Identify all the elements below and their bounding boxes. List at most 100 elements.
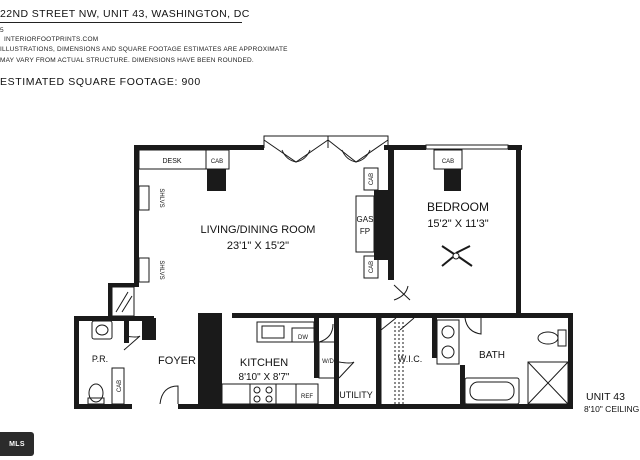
foyer-bottom-wall xyxy=(178,404,202,409)
cab-label-bedroom: CAB xyxy=(442,159,454,165)
utility-bottom-wall xyxy=(334,404,380,409)
bay-door-swing-left xyxy=(281,149,311,163)
kitchen-name: KITCHEN xyxy=(240,357,288,369)
bedroom-door-swing xyxy=(393,284,411,301)
utility-name: UTILITY xyxy=(339,390,373,400)
foyer-name: FOYER xyxy=(158,355,196,367)
living-room-dims: 23'1" X 15'2" xyxy=(227,240,289,252)
utility-door-swing xyxy=(338,361,355,379)
living-top-wall xyxy=(134,145,264,150)
window-bay-right xyxy=(327,135,389,148)
desk-counter xyxy=(138,149,230,170)
cab-label-living: CAB xyxy=(211,159,223,165)
bedroom-top-wall-right xyxy=(508,145,522,150)
bath-sink-1 xyxy=(441,325,455,339)
burner-3 xyxy=(253,395,261,403)
fireplace-cab-bottom xyxy=(363,255,379,279)
bedroom-name: BEDROOM xyxy=(427,200,489,214)
wic-bottom-wall xyxy=(376,404,436,409)
disclaimer-line-2: MAY VARY FROM ACTUAL STRUCTURE. DIMENSIO… xyxy=(0,57,254,64)
pr-top-wall xyxy=(74,316,154,321)
address-title: 22ND STREET NW, UNIT 43, WASHINGTON, DC xyxy=(0,8,250,20)
foyer-pillar xyxy=(142,318,156,340)
disclaimer-line-1: ILLUSTRATIONS, DIMENSIONS AND SQUARE FOO… xyxy=(0,46,288,53)
bath-toilet xyxy=(537,331,559,345)
window-bay-left-angle xyxy=(263,139,329,163)
living-bedroom-wall xyxy=(388,148,394,280)
fireplace-hearth xyxy=(355,195,375,253)
kitchen-right-wall xyxy=(314,318,319,378)
shelves-label-upper: SHLVS xyxy=(158,188,164,207)
wic-left-wall xyxy=(376,318,381,408)
gas-label: GAS xyxy=(357,215,374,224)
bathtub xyxy=(464,377,520,405)
cab-label-fp-top: CAB xyxy=(369,173,375,185)
wd-door-swing xyxy=(318,323,334,343)
burner-1 xyxy=(253,386,261,394)
square-footage: ESTIMATED SQUARE FOOTAGE: 900 xyxy=(0,76,201,88)
ceiling-height: 8'10" CEILING xyxy=(584,404,640,414)
bedroom-top-wall-left xyxy=(394,145,426,150)
bedroom-cabinet xyxy=(433,149,463,170)
burner-4 xyxy=(265,395,273,403)
washer-dryer-box xyxy=(318,341,338,379)
bath-left-wall-upper xyxy=(432,318,437,358)
bath-top-wall xyxy=(516,313,572,318)
bath-toilet-tank xyxy=(557,329,567,347)
bath-door-swing xyxy=(464,317,482,335)
dw-label: DW xyxy=(298,335,308,341)
living-left-step-wall xyxy=(108,283,139,287)
cab-label-pr: CAB xyxy=(117,380,123,392)
pr-bottom-wall xyxy=(74,404,132,409)
kitchen-counter xyxy=(221,383,251,405)
pr-left-wall xyxy=(74,316,79,409)
bath-left-wall-lower xyxy=(460,365,465,405)
mls-logo: MLS xyxy=(0,432,34,456)
bath-vanity xyxy=(436,319,460,365)
living-left-wall xyxy=(134,145,139,285)
pr-right-wall xyxy=(124,321,129,343)
header-line-number: 5 xyxy=(0,27,4,34)
pr-basin xyxy=(95,324,109,336)
cab-label-fp-bottom: CAB xyxy=(369,261,375,273)
header-divider xyxy=(0,22,242,23)
kitchen-sink xyxy=(261,325,285,339)
dishwasher-box xyxy=(291,327,315,343)
interior-horizontal-wall xyxy=(232,313,522,318)
shelves-label-lower: SHLVS xyxy=(158,260,164,279)
kitchen-counter-right xyxy=(275,383,297,405)
kitchen-dims: 8'10" X 8'7" xyxy=(239,372,290,383)
bath-sink-2 xyxy=(441,345,455,359)
ref-label: REF xyxy=(301,394,313,400)
mls-logo-text: MLS xyxy=(9,440,25,448)
pr-door-swing xyxy=(123,335,141,351)
pr-sink xyxy=(91,320,113,340)
closet-left-wall xyxy=(108,283,112,318)
bay-door-swing-right xyxy=(341,149,371,163)
shower xyxy=(527,361,569,405)
fireplace-cab-top xyxy=(363,167,379,191)
pr-toilet xyxy=(88,383,104,403)
burner-2 xyxy=(265,386,273,394)
wd-label: W/D xyxy=(322,359,334,365)
wic-shelving xyxy=(394,322,404,404)
window-bay-right-angle xyxy=(327,139,389,163)
hall-closet-doors xyxy=(115,291,133,313)
kitchen-left-pillar xyxy=(198,313,222,409)
shelves-upper xyxy=(138,185,150,211)
powder-room-name: P.R. xyxy=(92,354,108,364)
pr-cabinet xyxy=(111,367,125,405)
bedroom-window xyxy=(425,144,509,150)
hall-closet xyxy=(111,286,135,317)
entry-door-swing xyxy=(159,385,179,405)
wic-door-swing xyxy=(380,317,415,331)
cabinet-block-bedroom xyxy=(444,169,461,191)
bedroom-dims: 15'2" X 11'3" xyxy=(427,218,488,230)
cabinet-block-living xyxy=(207,169,226,191)
living-room-name: LIVING/DINING ROOM xyxy=(201,224,316,236)
unit-title: UNIT 43 xyxy=(586,391,625,403)
bedroom-right-wall xyxy=(516,145,521,317)
website-text: INTERIORFOOTPRINTS.COM xyxy=(4,36,99,43)
bath-bottom-wall xyxy=(432,404,573,409)
